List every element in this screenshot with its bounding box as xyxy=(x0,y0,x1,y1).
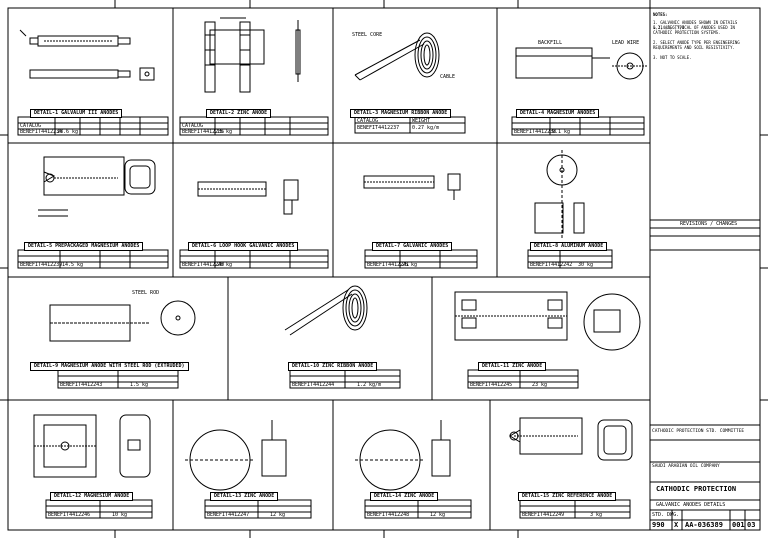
detail-12-drawing xyxy=(33,414,151,478)
detail-3-drawing xyxy=(354,32,440,81)
detail-8-title: DETAIL-8 ALUMINUM ANODE xyxy=(530,242,608,251)
detail-7-drawing xyxy=(363,173,461,200)
detail-7-title: DETAIL-7 GALVANIC ANODES xyxy=(372,242,453,251)
drawing-number: AA-036389 xyxy=(685,521,723,529)
table-header-catalog: CATALOG xyxy=(20,123,42,129)
detail-2-title: DETAIL-2 ZINC ANODE xyxy=(206,109,272,118)
table-cell: BENEFIT4412246 xyxy=(48,512,91,518)
detail-12-title: DETAIL-12 MAGNESIUM ANODE xyxy=(50,492,134,501)
table-cell: BENEFIT4412234 xyxy=(20,129,63,135)
table-cell: BENEFIT4412240 xyxy=(182,262,225,268)
detail-4-table xyxy=(511,116,645,136)
table-cell: 0.27 kg/m xyxy=(412,125,440,131)
table-header-catalog: CATALOG xyxy=(182,123,204,129)
table-cell: 1.5 kg xyxy=(130,382,149,388)
x-mark: X xyxy=(674,521,679,529)
revisions-title: REVISIONS / CHANGES xyxy=(680,221,738,227)
detail-4-title: DETAIL-4 MAGNESIUM ANODES xyxy=(516,109,600,118)
table-cell: 20 kg xyxy=(217,262,233,268)
table-cell: BENEFIT4412241 xyxy=(367,262,410,268)
table-cell: BENEFIT4412244 xyxy=(292,382,335,388)
sheet-border xyxy=(7,7,761,531)
detail-3-title: DETAIL-3 MAGNESIUM RIBBON ANODE xyxy=(350,109,452,118)
table-cell: 3 kg xyxy=(590,512,603,518)
table-cell: 10 kg xyxy=(112,512,128,518)
table-cell: 23 kg xyxy=(532,382,548,388)
drawing-title-1: CATHODIC PROTECTION xyxy=(656,485,737,493)
table-cell: BENEFIT4412239 xyxy=(20,262,63,268)
note-line: CATHODIC PROTECTION SYSTEMS. xyxy=(653,30,721,35)
detail-15-drawing xyxy=(509,417,633,461)
detail-11-title: DETAIL-11 ZINC ANODE xyxy=(478,362,547,371)
table-header-catalog: CATALOG xyxy=(357,118,379,124)
table-cell: BENEFIT4412242 xyxy=(530,262,573,268)
detail-5-title: DETAIL-5 PREPACKAGED MAGNESIUM ANODES xyxy=(24,242,144,251)
table-cell: 15 kg xyxy=(217,129,233,135)
note-line: 3. NOT TO SCALE. xyxy=(653,55,692,60)
table-cell: 12 kg xyxy=(430,512,446,518)
detail-13-title: DETAIL-13 ZINC ANODE xyxy=(210,492,279,501)
table-cell: BENEFIT4412238 xyxy=(514,129,557,135)
table-cell: 25 kg xyxy=(402,262,418,268)
detail-5-drawing xyxy=(38,156,156,217)
note-line: 1. GALVANIC ANODES SHOWN IN DETAILS 1,2,… xyxy=(653,20,738,30)
revision-number: 03 xyxy=(747,521,756,529)
detail-14-drawing xyxy=(355,420,451,491)
detail-9-drawing xyxy=(49,300,196,342)
revisions-box xyxy=(649,219,761,251)
detail-10-title: DETAIL-10 ZINC RIBBON ANODE xyxy=(288,362,378,371)
table-cell: BENEFIT4412236 xyxy=(182,129,225,135)
drawing-title-2: GALVANIC ANODES DETAILS xyxy=(656,502,726,508)
detail-1-title: DETAIL-1 GALVALUM III ANODES xyxy=(30,109,123,118)
detail-14-title: DETAIL-14 ZINC ANODE xyxy=(370,492,439,501)
title-block xyxy=(649,424,761,531)
std-label: STD. DWG. xyxy=(652,512,680,518)
detail-11-drawing xyxy=(454,291,641,351)
sheet-number: 001 xyxy=(732,521,745,529)
callout-backfill: BACKFILL xyxy=(538,40,563,46)
detail-15-title: DETAIL-15 ZINC REFERENCE ANODE xyxy=(518,492,617,501)
company-name: SAUDI ARABIAN OIL COMPANY xyxy=(652,464,720,469)
callout-cable: CABLE xyxy=(440,74,456,80)
detail-2-drawing xyxy=(204,17,301,93)
table-cell: 30 kg xyxy=(578,262,594,268)
detail-1-drawing xyxy=(19,29,155,81)
table-cell: BENEFIT4412248 xyxy=(367,512,410,518)
note-line: 2. SELECT ANODE TYPE PER ENGINEERING xyxy=(653,40,740,45)
table-cell: BENEFIT4412243 xyxy=(60,382,103,388)
code: 990 xyxy=(652,521,665,529)
detail-6-drawing xyxy=(197,179,299,215)
callout-rod: STEEL ROD xyxy=(132,290,160,296)
table-cell: BENEFIT4412247 xyxy=(207,512,250,518)
callout-lead-wire: LEAD WIRE xyxy=(612,40,640,46)
note-line: REQUIREMENTS AND SOIL RESISTIVITY. xyxy=(653,45,735,50)
detail-10-drawing xyxy=(284,285,368,336)
detail-9-title: DETAIL-9 MAGNESIUM ANODE WITH STEEL ROD … xyxy=(30,362,189,371)
detail-6-title: DETAIL-6 LOOP HOOK GALVANIC ANODES xyxy=(188,242,299,251)
detail-7-table xyxy=(364,249,478,269)
table-cell: BENEFIT4412245 xyxy=(470,382,513,388)
detail-8-drawing xyxy=(534,150,585,240)
table-cell: 1.2 kg/m xyxy=(357,382,382,388)
table-cell: 14.5 kg xyxy=(62,262,84,268)
table-cell: 28.6 kg xyxy=(57,129,79,135)
notes-title: NOTES: xyxy=(653,12,668,17)
table-cell: 9.1 kg xyxy=(552,129,571,135)
table-cell: BENEFIT4412249 xyxy=(522,512,565,518)
detail-4-drawing xyxy=(515,47,648,80)
table-header-weight: WEIGHT xyxy=(412,118,431,124)
detail-13-drawing xyxy=(185,420,287,491)
note-line: & 11 ARE TYPICAL OF ANODES USED IN xyxy=(653,25,735,30)
table-cell: 12 kg xyxy=(270,512,286,518)
detail-6-table xyxy=(179,249,329,269)
table-cell: BENEFIT4412237 xyxy=(357,125,400,131)
committee-name: CATHODIC PROTECTION STD. COMMITTEE xyxy=(652,429,745,434)
callout-steel-core: STEEL CORE xyxy=(352,32,383,38)
